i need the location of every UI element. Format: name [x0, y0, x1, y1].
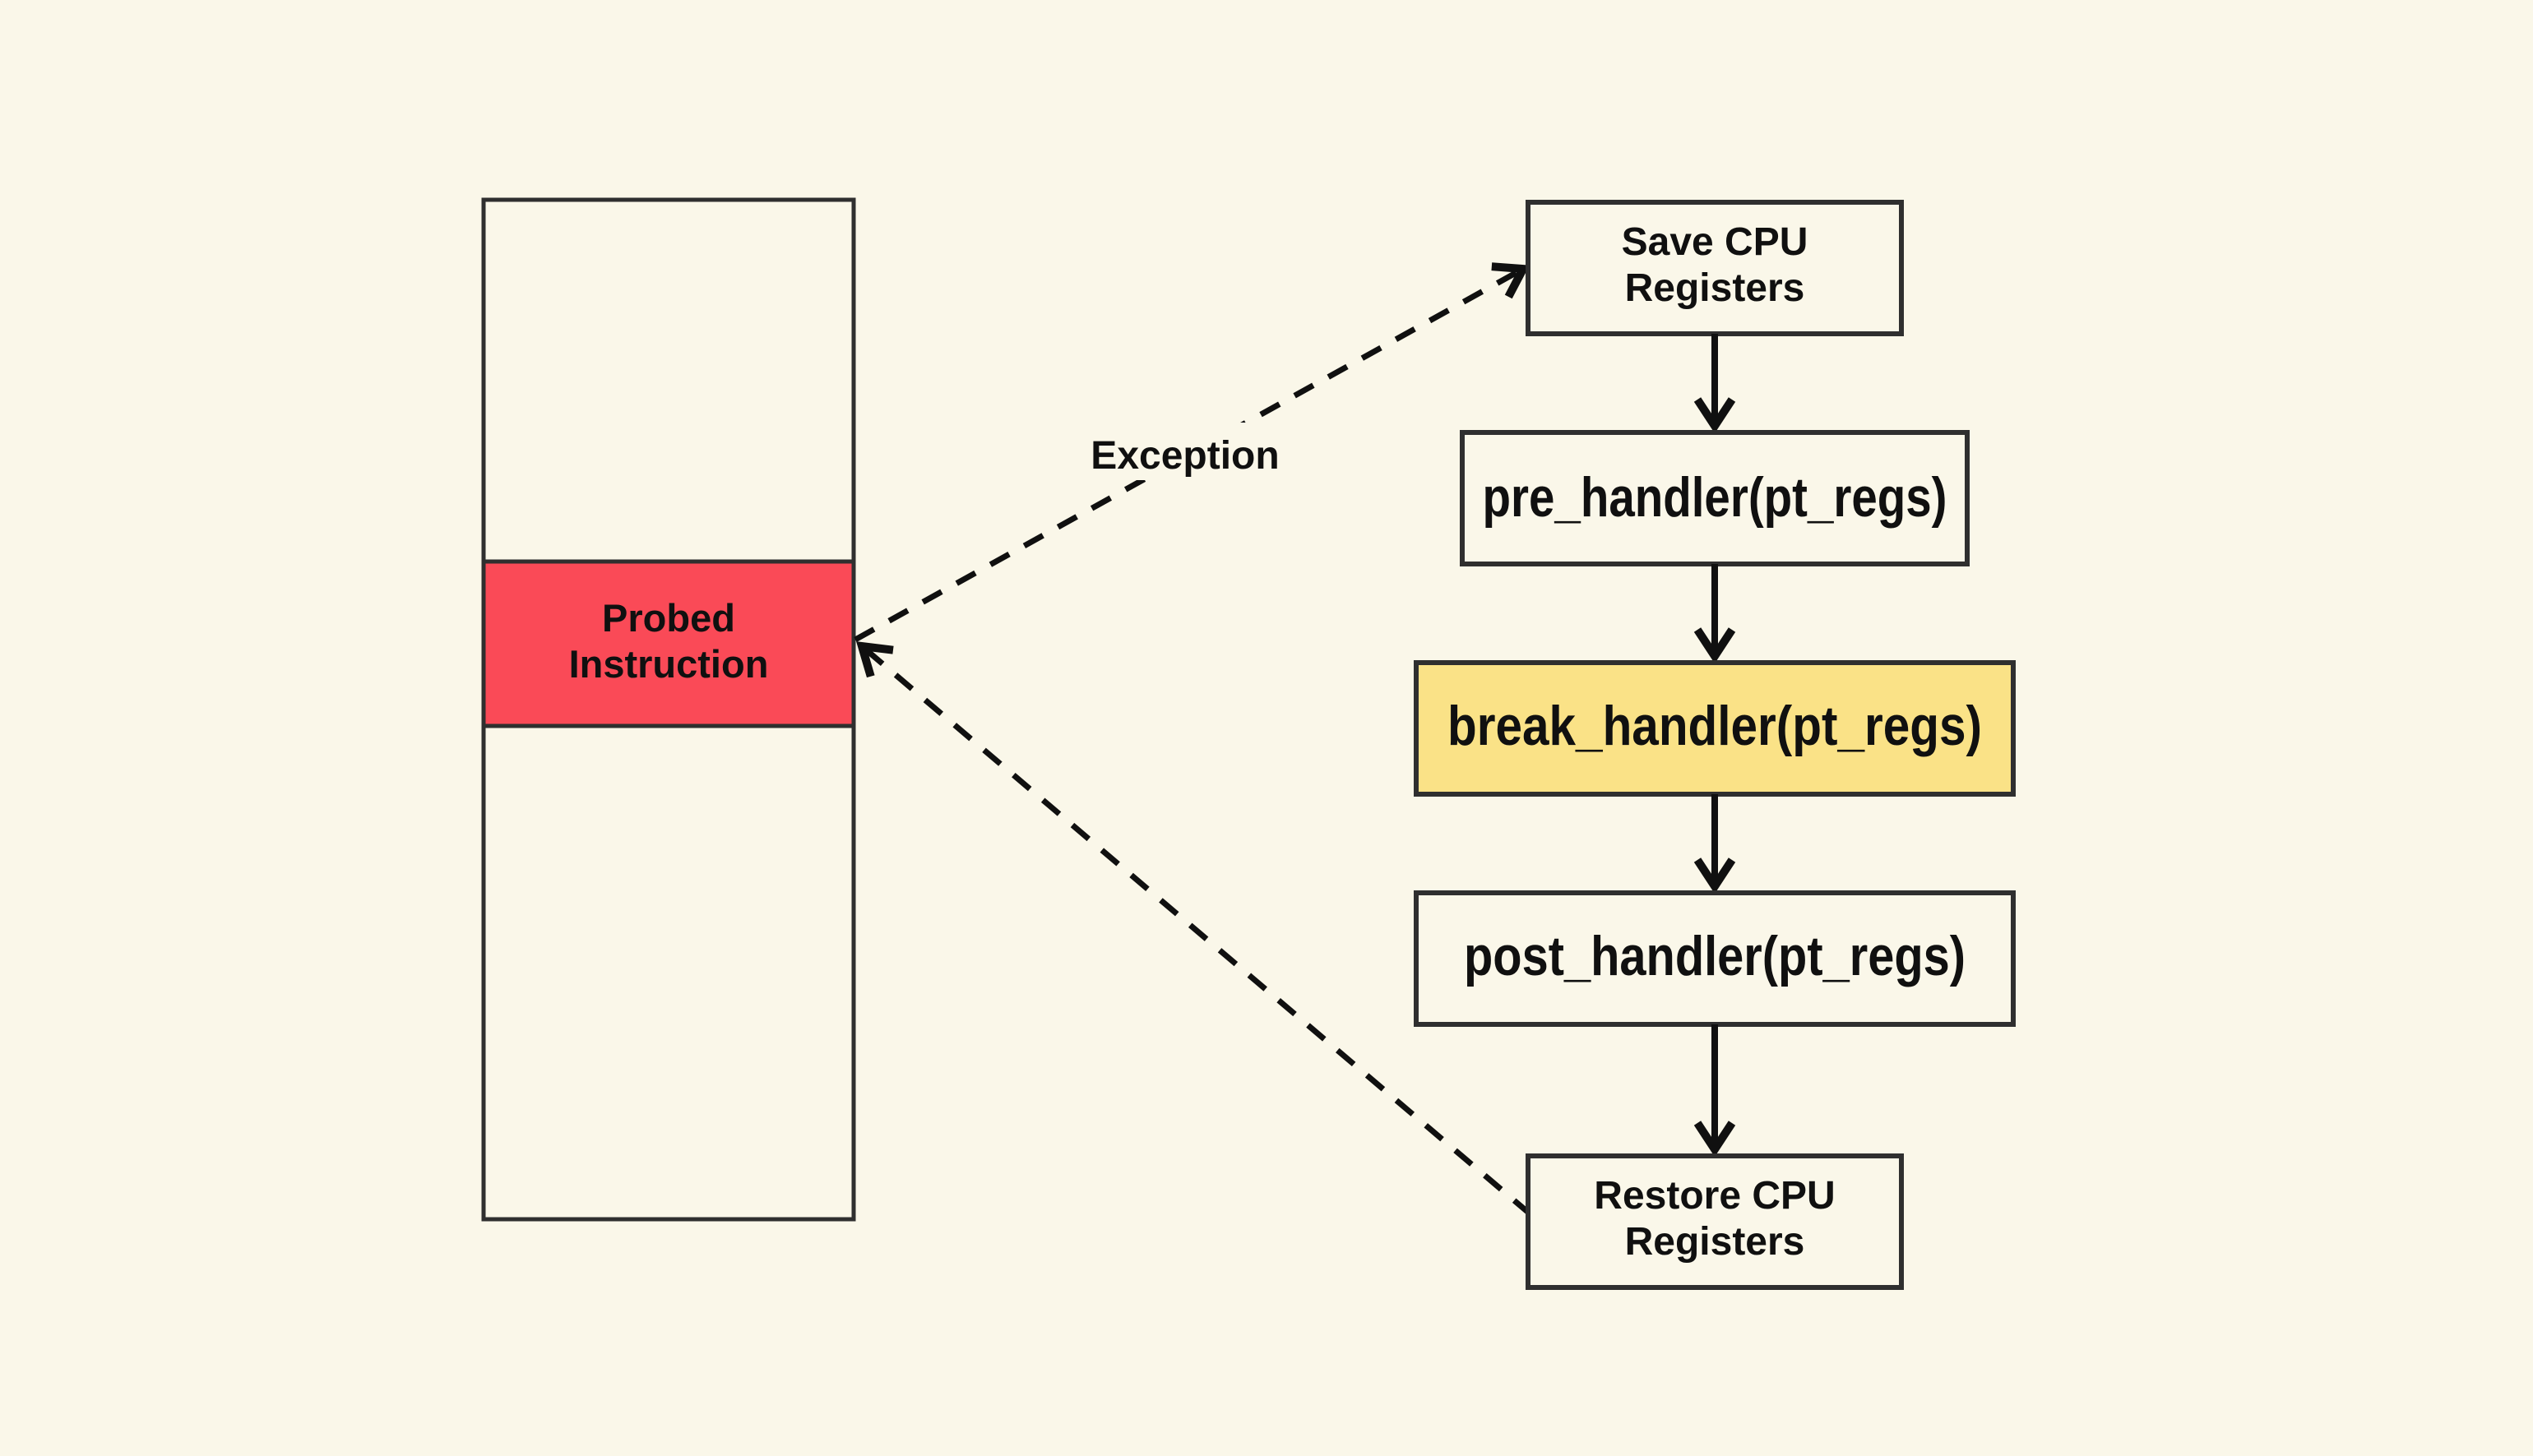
return-dashed-arrow: [856, 641, 1533, 1217]
save-cpu-registers-box: [1526, 200, 1904, 336]
restore-cpu-registers-label-line2: Registers: [1625, 1220, 1805, 1264]
probed-instruction-label-line1: Probed: [602, 596, 735, 640]
exception-label: Exception: [1091, 434, 1279, 478]
pre-handler-box: [1460, 430, 1970, 566]
post-handler-label: post_handler(pt_regs): [1464, 925, 1966, 987]
pre-handler-label: pre_handler(pt_regs): [1483, 466, 1947, 529]
restore-cpu-registers-box: [1526, 1153, 1904, 1290]
save-cpu-registers-label-line1: Save CPU: [1622, 220, 1808, 264]
break-handler-box: [1414, 660, 2016, 797]
restore-cpu-registers-label-line1: Restore CPU: [1594, 1174, 1835, 1218]
exception-label-backdrop: [1071, 423, 1299, 480]
post-handler-box: [1414, 890, 2016, 1027]
save-cpu-registers-label-line2: Registers: [1625, 266, 1805, 310]
probed-instruction-label-line2: Instruction: [569, 642, 769, 686]
break-handler-label: break_handler(pt_regs): [1447, 695, 1982, 757]
probed-instruction-box: [481, 559, 856, 728]
exception-dashed-arrow: [854, 262, 1530, 643]
